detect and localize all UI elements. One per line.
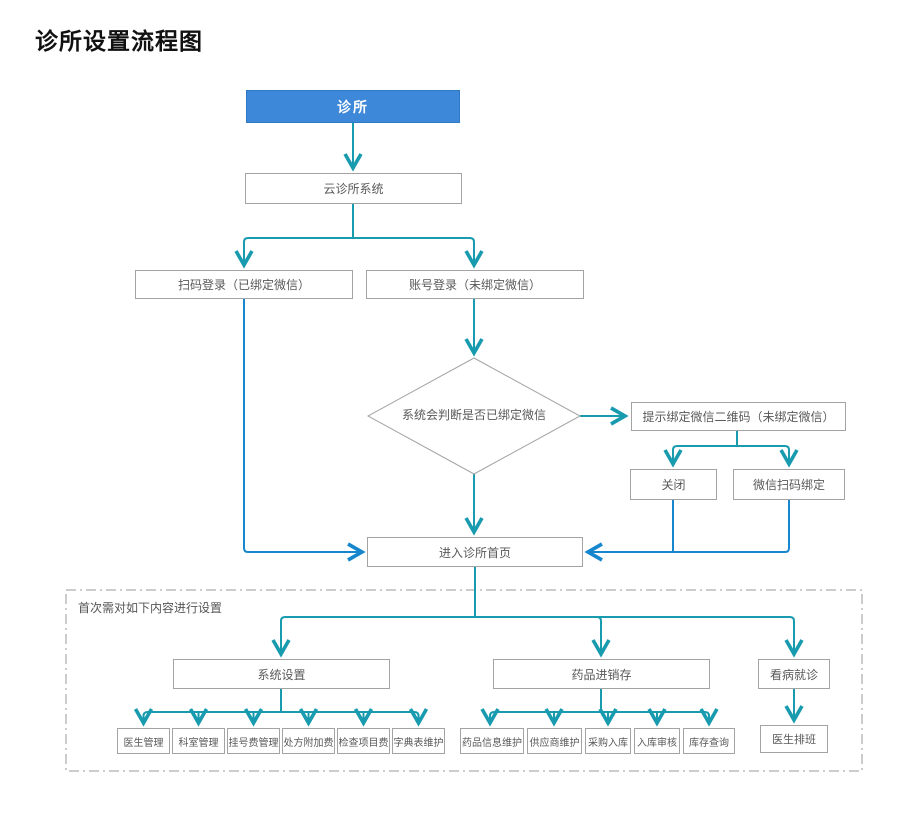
node-dictionary-maintenance: 字典表维护 bbox=[392, 728, 445, 754]
node-judge-wechat-label: 系统会判断是否已绑定微信 bbox=[401, 408, 546, 422]
node-inbound-review: 入库审核 bbox=[634, 728, 680, 754]
node-cloud-system: 云诊所系统 bbox=[245, 173, 462, 204]
teal-connectors bbox=[133, 123, 804, 727]
node-doctor-management: 医生管理 bbox=[117, 728, 170, 754]
node-qr-prompt: 提示绑定微信二维码（未绑定微信） bbox=[631, 402, 846, 431]
node-supplier-maintenance: 供应商维护 bbox=[527, 728, 582, 754]
node-registration-fee-management: 挂号费管理 bbox=[227, 728, 280, 754]
page-title: 诊所设置流程图 bbox=[35, 28, 203, 54]
setup-note: 首次需对如下内容进行设置 bbox=[78, 601, 223, 615]
node-clinic: 诊所 bbox=[246, 90, 460, 123]
node-examination-item-fee: 检查项目费 bbox=[337, 728, 390, 754]
node-scan-login: 扫码登录（已绑定微信） bbox=[135, 270, 353, 299]
node-prescription-surcharge: 处方附加费 bbox=[282, 728, 335, 754]
node-stock-query: 库存查询 bbox=[683, 728, 735, 754]
node-enter-homepage: 进入诊所首页 bbox=[367, 537, 583, 567]
decision-diamond bbox=[366, 357, 582, 475]
node-purchase-inbound: 采购入库 bbox=[585, 728, 631, 754]
node-close: 关闭 bbox=[630, 469, 717, 500]
node-system-settings: 系统设置 bbox=[173, 659, 390, 689]
node-drug-info-maintenance: 药品信息维护 bbox=[460, 728, 524, 754]
node-doctor-schedule: 医生排班 bbox=[760, 725, 828, 753]
node-see-doctor: 看病就诊 bbox=[758, 659, 830, 689]
node-drug-inventory: 药品进销存 bbox=[493, 659, 710, 689]
node-account-login: 账号登录（未绑定微信） bbox=[366, 270, 584, 299]
setup-section-border bbox=[65, 589, 863, 772]
node-department-management: 科室管理 bbox=[172, 728, 225, 754]
node-wechat-scan-bind: 微信扫码绑定 bbox=[733, 469, 845, 500]
blue-connectors bbox=[243, 299, 790, 562]
